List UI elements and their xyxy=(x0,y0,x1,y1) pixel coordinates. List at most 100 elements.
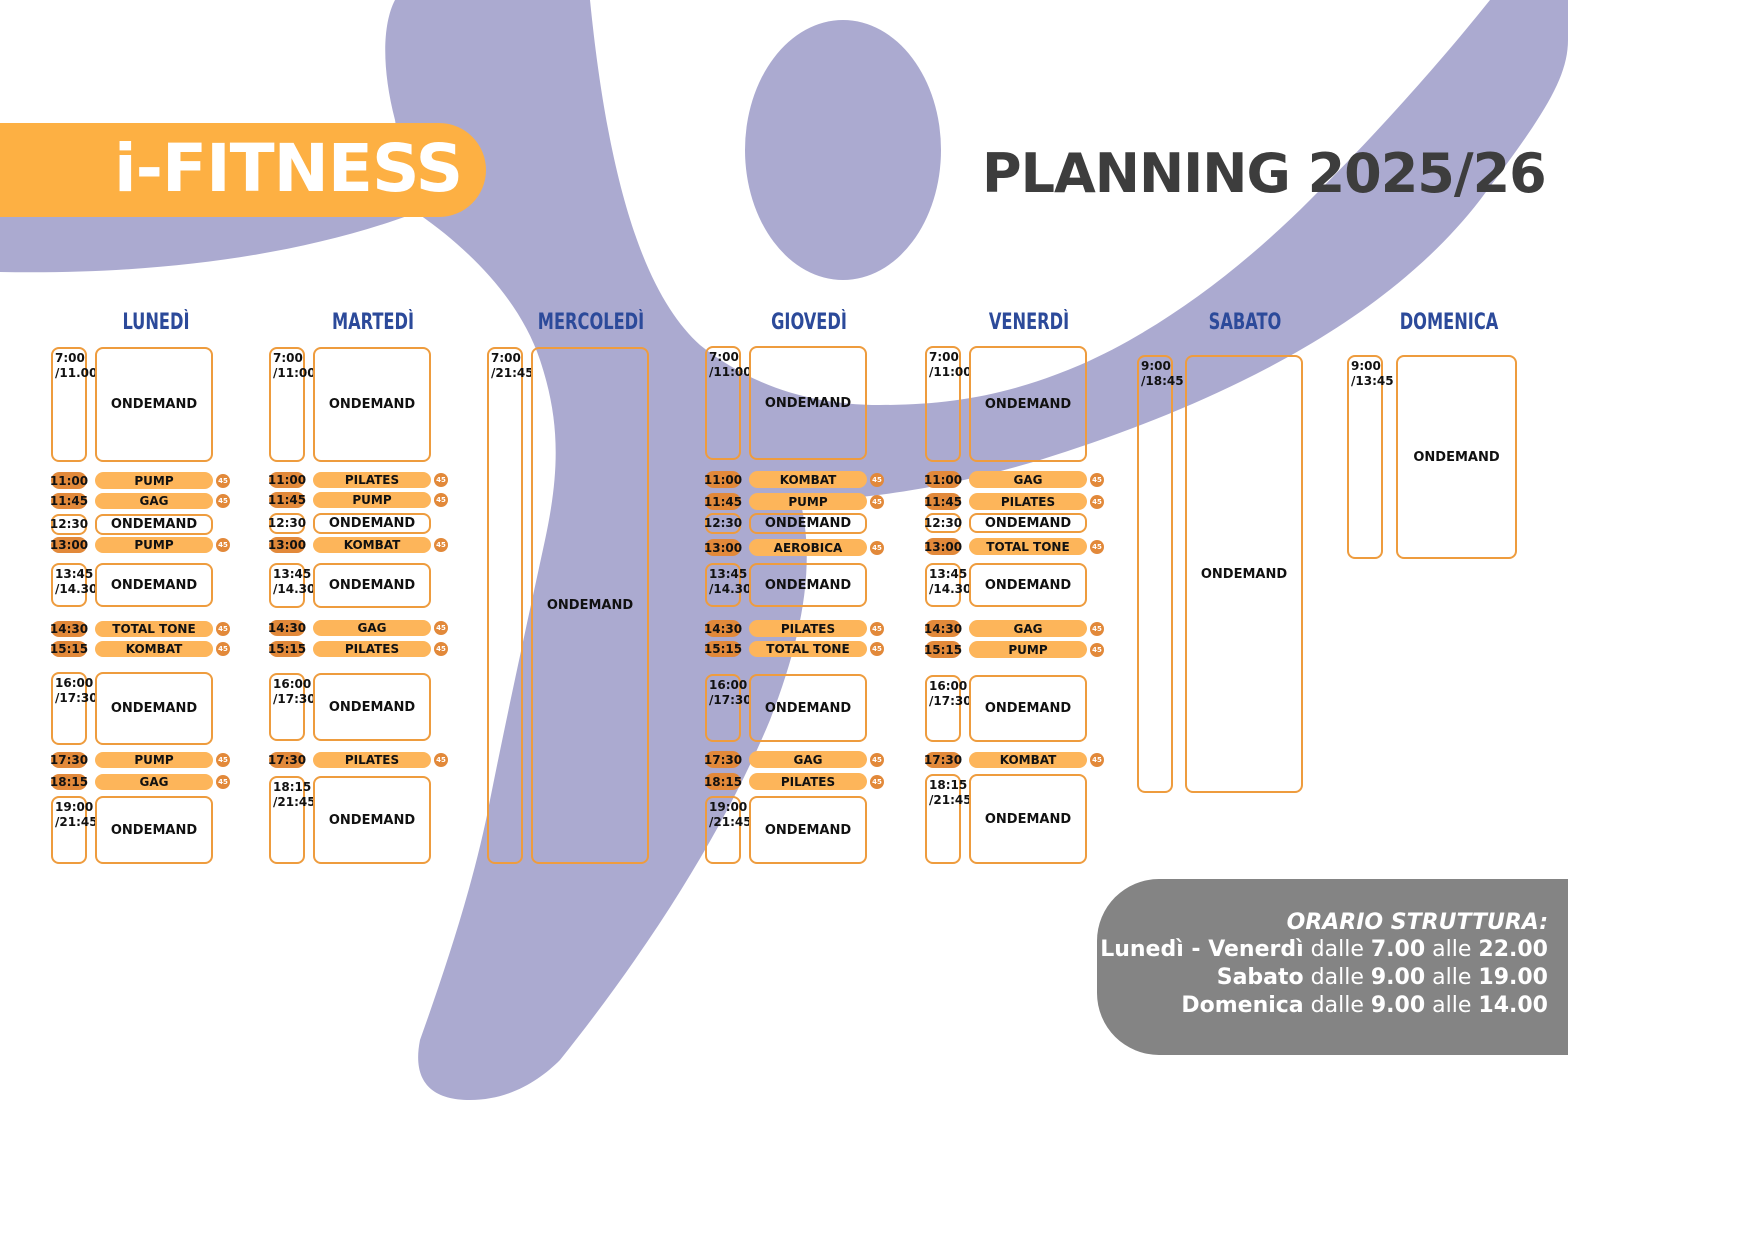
class-slot-martedi[interactable]: ONDEMAND xyxy=(313,673,431,741)
day-header-mercoledi: MERCOLEDÌ xyxy=(537,310,645,335)
orario-from-word: dalle xyxy=(1310,993,1364,1018)
class-slot-lunedi[interactable]: GAG xyxy=(95,493,213,509)
class-slot-lunedi[interactable]: TOTAL TONE xyxy=(95,621,213,637)
time-slot-lunedi: 15:15 xyxy=(49,641,89,657)
duration-badge: 45 xyxy=(434,642,448,656)
brand-title: i-FITNESS xyxy=(114,130,463,207)
class-slot-giovedi[interactable]: PUMP xyxy=(749,493,867,510)
class-slot-venerdi[interactable]: ONDEMAND xyxy=(969,346,1087,462)
duration-badge: 45 xyxy=(870,472,884,487)
time-slot-giovedi: 19:00 /21:45 xyxy=(705,796,752,864)
time-slot-lunedi: 17:30 xyxy=(49,752,89,768)
time-slot-venerdi: 12:30 xyxy=(924,513,962,533)
class-slot-venerdi[interactable]: KOMBAT xyxy=(969,752,1087,768)
duration-badge: 45 xyxy=(434,493,448,507)
class-slot-venerdi[interactable]: TOTAL TONE xyxy=(969,538,1087,555)
orario-to-word: alle xyxy=(1432,937,1472,962)
class-slot-martedi[interactable]: PILATES xyxy=(313,641,431,657)
orario-from-word: dalle xyxy=(1310,937,1364,962)
class-slot-domenica[interactable]: ONDEMAND xyxy=(1396,355,1517,559)
orario-line: Sabato dalle 9.00 alle 19.00 xyxy=(1217,965,1548,990)
class-slot-martedi[interactable]: PILATES xyxy=(313,752,431,768)
day-header-venerdi: VENERDÌ xyxy=(988,310,1070,335)
orario-to: 19.00 xyxy=(1478,965,1548,990)
duration-badge: 45 xyxy=(1090,472,1104,487)
class-slot-martedi[interactable]: ONDEMAND xyxy=(313,776,431,864)
class-slot-martedi[interactable]: ONDEMAND xyxy=(313,347,431,462)
duration-badge: 45 xyxy=(1090,753,1104,767)
orario-days: Lunedì - Venerdì xyxy=(1100,937,1304,962)
class-slot-venerdi[interactable]: GAG xyxy=(969,471,1087,488)
duration-badge: 45 xyxy=(870,621,884,636)
class-slot-lunedi[interactable]: ONDEMAND xyxy=(95,796,213,864)
class-slot-venerdi[interactable]: PUMP xyxy=(969,641,1087,658)
class-slot-giovedi[interactable]: PILATES xyxy=(749,773,867,790)
duration-badge: 45 xyxy=(870,642,884,656)
duration-badge: 45 xyxy=(434,538,448,552)
class-slot-sabato[interactable]: ONDEMAND xyxy=(1185,355,1303,793)
class-slot-venerdi[interactable]: ONDEMAND xyxy=(969,513,1087,533)
time-slot-giovedi: 13:00 xyxy=(703,539,743,556)
class-slot-lunedi[interactable]: ONDEMAND xyxy=(95,563,213,607)
duration-badge: 45 xyxy=(216,775,230,789)
class-slot-lunedi[interactable]: KOMBAT xyxy=(95,641,213,657)
class-slot-lunedi[interactable]: PUMP xyxy=(95,537,213,553)
class-slot-giovedi[interactable]: PILATES xyxy=(749,620,867,637)
class-slot-venerdi[interactable]: GAG xyxy=(969,620,1087,637)
time-slot-lunedi: 18:15 xyxy=(49,774,89,790)
orario-from: 9.00 xyxy=(1370,965,1426,990)
class-slot-giovedi[interactable]: ONDEMAND xyxy=(749,563,867,607)
time-slot-lunedi: 7:00 /11.00 xyxy=(51,347,97,462)
time-slot-venerdi: 16:00 /17:30 xyxy=(925,675,972,742)
class-slot-giovedi[interactable]: AEROBICA xyxy=(749,539,867,556)
class-slot-giovedi[interactable]: ONDEMAND xyxy=(749,674,867,742)
class-slot-martedi[interactable]: ONDEMAND xyxy=(313,513,431,534)
class-slot-martedi[interactable]: KOMBAT xyxy=(313,537,431,553)
class-slot-martedi[interactable]: ONDEMAND xyxy=(313,563,431,608)
class-slot-giovedi[interactable]: GAG xyxy=(749,751,867,768)
time-slot-martedi: 13:45 /14.30 xyxy=(269,563,315,608)
class-slot-giovedi[interactable]: TOTAL TONE xyxy=(749,641,867,657)
class-slot-mercoledi[interactable]: ONDEMAND xyxy=(531,347,649,864)
class-slot-giovedi[interactable]: KOMBAT xyxy=(749,471,867,488)
class-slot-venerdi[interactable]: ONDEMAND xyxy=(969,563,1087,607)
day-header-domenica: DOMENICA xyxy=(1399,310,1499,335)
time-slot-venerdi: 7:00 /11:00 xyxy=(925,346,972,462)
class-slot-lunedi[interactable]: GAG xyxy=(95,774,213,790)
time-slot-lunedi: 19:00 /21:45 xyxy=(51,796,98,864)
duration-badge: 45 xyxy=(870,774,884,789)
class-slot-giovedi[interactable]: ONDEMAND xyxy=(749,796,867,864)
class-slot-giovedi[interactable]: ONDEMAND xyxy=(749,513,867,534)
time-slot-martedi: 14:30 xyxy=(267,620,307,636)
class-slot-giovedi[interactable]: ONDEMAND xyxy=(749,346,867,460)
time-slot-martedi: 15:15 xyxy=(267,641,307,657)
class-slot-lunedi[interactable]: ONDEMAND xyxy=(95,672,213,745)
class-slot-martedi[interactable]: GAG xyxy=(313,620,431,636)
class-slot-venerdi[interactable]: PILATES xyxy=(969,493,1087,510)
duration-badge: 45 xyxy=(1090,539,1104,554)
class-slot-martedi[interactable]: PUMP xyxy=(313,492,431,508)
orario-to: 22.00 xyxy=(1478,937,1548,962)
class-slot-lunedi[interactable]: ONDEMAND xyxy=(95,347,213,462)
class-slot-lunedi[interactable]: PUMP xyxy=(95,752,213,768)
class-slot-venerdi[interactable]: ONDEMAND xyxy=(969,675,1087,742)
orario-to: 14.00 xyxy=(1478,993,1548,1018)
time-slot-martedi: 18:15 /21:45 xyxy=(269,776,316,864)
time-slot-martedi: 11:45 xyxy=(267,492,307,508)
class-slot-lunedi[interactable]: PUMP xyxy=(95,472,213,489)
time-slot-mercoledi: 7:00 /21:45 xyxy=(487,347,534,864)
time-slot-martedi: 13:00 xyxy=(267,537,307,553)
time-slot-lunedi: 12:30 xyxy=(50,514,88,535)
time-slot-venerdi: 18:15 /21:45 xyxy=(925,774,972,864)
class-slot-martedi[interactable]: PILATES xyxy=(313,472,431,488)
orario-to-word: alle xyxy=(1432,993,1472,1018)
class-slot-venerdi[interactable]: ONDEMAND xyxy=(969,774,1087,864)
day-header-martedi: MARTEDÌ xyxy=(331,310,415,335)
orario-from-word: dalle xyxy=(1310,965,1364,990)
figure-head xyxy=(745,20,941,280)
orario-line: Lunedì - Venerdì dalle 7.00 alle 22.00 xyxy=(1100,937,1548,962)
time-slot-lunedi: 14:30 xyxy=(49,621,89,637)
class-slot-lunedi[interactable]: ONDEMAND xyxy=(95,514,213,535)
duration-badge: 45 xyxy=(870,494,884,509)
duration-badge: 45 xyxy=(216,494,230,508)
